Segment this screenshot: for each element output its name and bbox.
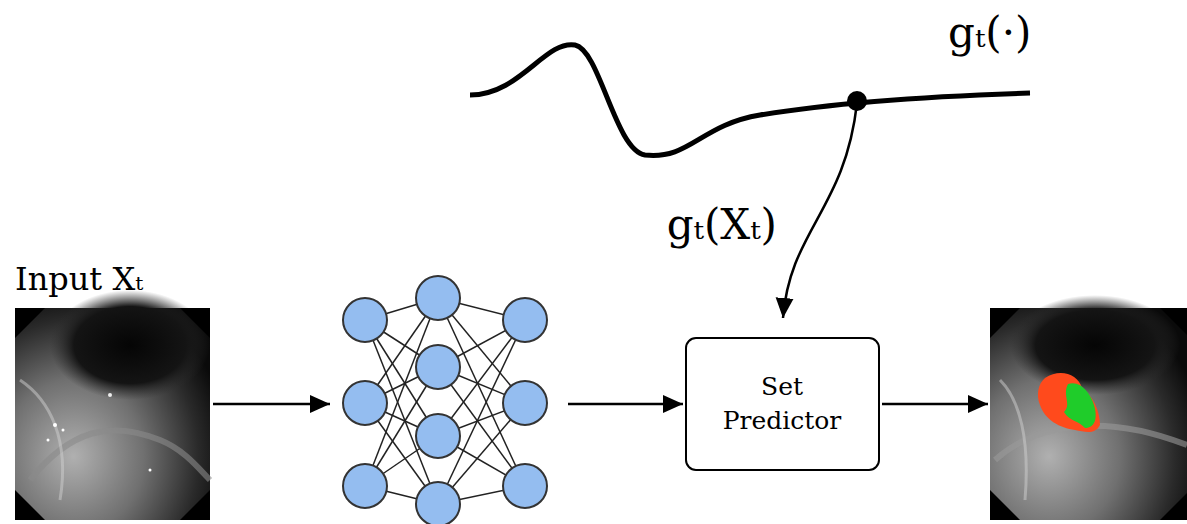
value-label: gₜ(Xₜ)	[667, 198, 777, 253]
flow-arrow	[213, 403, 330, 406]
image-heading-node: Input Xₜ	[15, 258, 210, 306]
neural-network	[343, 276, 547, 524]
segmentation-mask	[1064, 383, 1096, 428]
flow-arrow	[568, 403, 683, 406]
image-heading: Input Xₜ	[15, 258, 143, 301]
process-box: Set Predictor	[685, 337, 880, 471]
flow-arrow	[882, 403, 988, 406]
function-curve	[470, 45, 1030, 156]
input-image	[15, 290, 210, 520]
function-label: gₜ(·)	[948, 6, 1031, 61]
output-image	[990, 295, 1187, 520]
segmentation-mask	[1038, 373, 1100, 432]
value-arrow	[783, 103, 857, 318]
box-label: Set Predictor	[723, 370, 842, 438]
